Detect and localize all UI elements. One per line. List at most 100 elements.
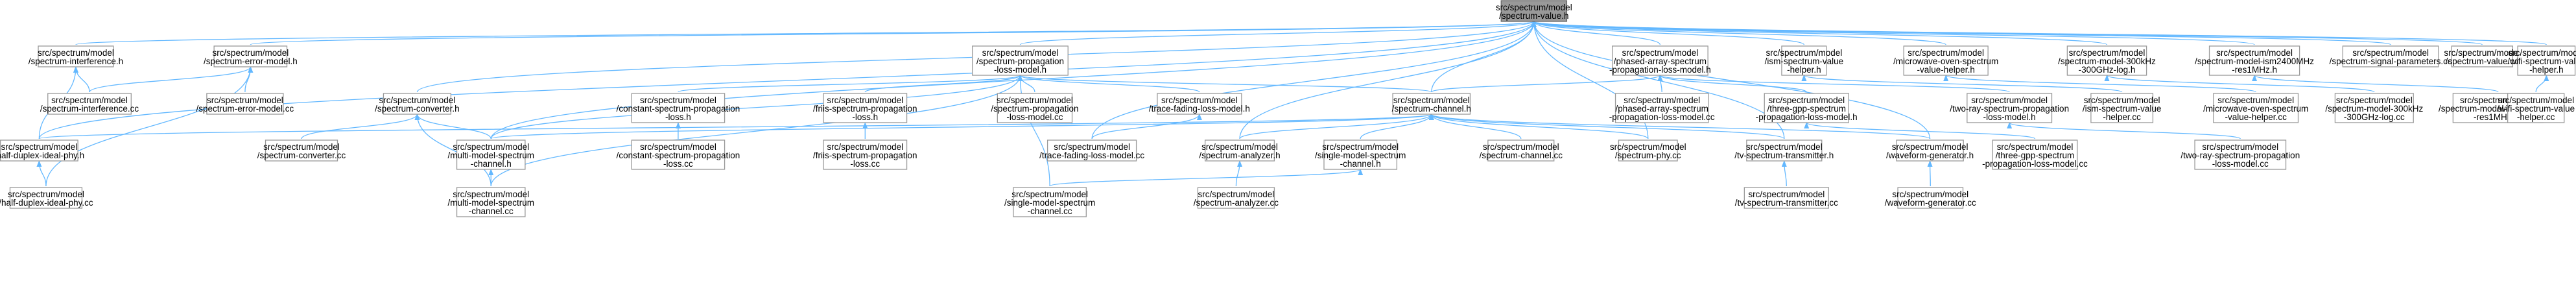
node-prop-h[interactable]: src/spectrum/model/spectrum-propagation-…: [972, 45, 1069, 76]
node-mm-h[interactable]: src/spectrum/model/multi-model-spectrum-…: [447, 139, 534, 170]
node-tv-cc[interactable]: src/spectrum/model/tv-spectrum-transmitt…: [1735, 187, 1838, 209]
node-an-h[interactable]: src/spectrum/model/spectrum-analyzer.h: [1199, 139, 1281, 162]
node-tf-h[interactable]: src/spectrum/model/trace-fading-loss-mod…: [1149, 93, 1250, 115]
node-const-h[interactable]: src/spectrum/model/constant-spectrum-pro…: [617, 93, 740, 123]
node-wg-h[interactable]: src/spectrum/model/waveform-generator.h: [1886, 139, 1974, 162]
node-phy-cc[interactable]: src/spectrum/model/spectrum-phy.cc: [1610, 139, 1686, 162]
node-sm-cc[interactable]: src/spectrum/model/single-model-spectrum…: [1004, 187, 1095, 217]
node-label-line: -loss.h: [665, 112, 691, 122]
node-label-line: /half-duplex-ideal-phy.cc: [0, 198, 93, 208]
node-box: [2507, 93, 2565, 123]
node-label-line: /spectrum-converter.cc: [257, 151, 346, 160]
node-label-line: /spectrum-model-300kHz: [2058, 56, 2156, 66]
edge-chan-h-to-wg-h: [1429, 114, 1931, 139]
node-conv-cc[interactable]: src/spectrum/model/spectrum-converter.cc: [257, 139, 346, 162]
node-k300-h[interactable]: src/spectrum/model/spectrum-model-300kHz…: [2058, 45, 2156, 76]
node-hd-h[interactable]: src/spectrum/model/half-duplex-ideal-phy…: [0, 139, 84, 162]
node-label-line: -channel.cc: [1028, 206, 1072, 216]
node-label-line: /spectrum-value.h: [1499, 11, 1568, 21]
node-chan-h[interactable]: src/spectrum/model/spectrum-channel.h: [1392, 93, 1471, 115]
node-em-h[interactable]: src/spectrum/model/spectrum-error-model.…: [204, 45, 298, 67]
node-sm-h[interactable]: src/spectrum/model/single-model-spectrum…: [1315, 139, 1406, 170]
node-label-line: /friis-spectrum-propagation: [813, 151, 917, 160]
node-an-cc[interactable]: src/spectrum/model/spectrum-analyzer.cc: [1194, 187, 1279, 209]
node-label-line: -loss-model.cc: [2212, 159, 2269, 169]
node-label-line: /two-ray-spectrum-propagation: [1950, 104, 2069, 114]
node-label-line: src/spectrum/model: [982, 48, 1059, 58]
node-prop-cc[interactable]: src/spectrum/model/spectrum-propagation-…: [991, 93, 1078, 123]
node-tr-cc[interactable]: src/spectrum/model/two-ray-spectrum-prop…: [2180, 139, 2300, 170]
node-ism-help-cc[interactable]: src/spectrum/model/ism-spectrum-value-he…: [2083, 93, 2162, 123]
node-box: [2066, 45, 2147, 76]
edge-wg-h-to-wg-cc: [1927, 160, 1933, 187]
node-label-line: /spectrum-error-model.h: [204, 56, 298, 66]
node-box: [1205, 139, 1275, 162]
node-wifi-cc[interactable]: src/spectrum/model/wifi-spectrum-value-h…: [2497, 93, 2575, 123]
node-box: [1614, 93, 1709, 123]
node-conv-h[interactable]: src/spectrum/model/spectrum-converter.h: [375, 93, 460, 115]
edge-tf-h-to-tf-cc: [1091, 114, 1202, 139]
edge-wifi-h-to-wifi-cc: [2535, 75, 2549, 93]
node-val-cc[interactable]: src/spectrum/model/spectrum-value.cc: [2444, 45, 2520, 67]
node-label-line: /spectrum-phy.cc: [1615, 151, 1681, 160]
node-label-line: /constant-spectrum-propagation: [617, 104, 740, 114]
node-mm-cc[interactable]: src/spectrum/model/multi-model-spectrum-…: [447, 187, 534, 217]
edge-tv-h-to-tv-cc: [1781, 160, 1787, 187]
node-label-line: src/spectrum/model: [212, 48, 289, 58]
edge-k300-h-to-k300-cc: [2104, 75, 2375, 93]
node-const-cc[interactable]: src/spectrum/model/constant-spectrum-pro…: [617, 139, 740, 170]
node-tgpp-h[interactable]: src/spectrum/model/three-gpp-spectrum-pr…: [1756, 93, 1858, 123]
edge-root-to-pa-h: [1531, 21, 1661, 45]
node-tgpp-cc[interactable]: src/spectrum/model/three-gpp-spectrum-pr…: [1982, 139, 2088, 170]
node-label-line: src/spectrum/model: [2498, 95, 2574, 105]
node-box: [2451, 45, 2514, 67]
edge-root-to-ism2400-h: [1531, 21, 2255, 45]
node-friis-cc[interactable]: src/spectrum/model/friis-spectrum-propag…: [813, 139, 917, 170]
node-pa-h[interactable]: src/spectrum/model/phased-array-spectrum…: [1609, 45, 1711, 76]
node-label-line: /spectrum-model-300kHz: [2325, 104, 2423, 114]
node-wifi-h[interactable]: src/spectrum/model/wifi-spectrum-value-h…: [2507, 45, 2576, 76]
node-box: [2090, 93, 2154, 123]
node-box: [9, 187, 83, 209]
node-label-line: /half-duplex-ideal-phy.h: [0, 151, 84, 160]
node-hd-cc[interactable]: src/spectrum/model/half-duplex-ideal-phy…: [0, 187, 93, 209]
node-si-cc[interactable]: src/spectrum/model/spectrum-interference…: [40, 93, 139, 115]
node-label-line: /ism-spectrum-value: [1765, 56, 1844, 66]
edge-root-to-an-h: [1239, 21, 1537, 139]
node-chan-cc[interactable]: src/spectrum/model/spectrum-channel.cc: [1480, 139, 1563, 162]
node-ism2400-h[interactable]: src/spectrum/model/spectrum-model-ism240…: [2195, 45, 2314, 76]
node-k300-cc[interactable]: src/spectrum/model/spectrum-model-300kHz…: [2325, 93, 2423, 123]
node-label-line: -channel.h: [471, 159, 512, 169]
node-box: [2517, 45, 2576, 76]
edge-conv-h-to-mm-cc: [414, 114, 491, 187]
node-wg-cc[interactable]: src/spectrum/model/waveform-generator.cc: [1885, 187, 1976, 209]
node-tf-cc[interactable]: src/spectrum/model/trace-fading-loss-mod…: [1039, 139, 1144, 162]
node-label-line: src/spectrum/model: [38, 48, 114, 58]
node-ism-help-h[interactable]: src/spectrum/model/ism-spectrum-value-he…: [1765, 45, 1844, 76]
node-box: [0, 139, 78, 162]
node-box: [1967, 93, 2053, 123]
node-mw-cc[interactable]: src/spectrum/model/microwave-oven-spectr…: [2203, 93, 2308, 123]
node-label-line: -loss-model.cc: [1006, 112, 1063, 122]
node-pa-cc[interactable]: src/spectrum/model/phased-array-spectrum…: [1609, 93, 1715, 123]
node-mw-h[interactable]: src/spectrum/model/microwave-oven-spectr…: [1893, 45, 1998, 76]
node-tr-h[interactable]: src/spectrum/model/two-ray-spectrum-prop…: [1950, 93, 2069, 123]
edge-prop-h-to-const-h: [678, 75, 1023, 93]
node-label-line: /spectrum-analyzer.cc: [1194, 198, 1279, 208]
node-label-line: src/spectrum/model: [8, 189, 84, 199]
node-label-line: -loss.cc: [850, 159, 880, 169]
node-root[interactable]: src/spectrum/model/spectrum-value.h: [1496, 0, 1572, 22]
node-tv-h[interactable]: src/spectrum/model/tv-spectrum-transmitt…: [1734, 139, 1834, 162]
node-label-line: src/spectrum/model: [1496, 3, 1572, 12]
edge-root-to-tf-cc: [1091, 21, 1537, 139]
node-sig-cc[interactable]: src/spectrum/model/spectrum-signal-param…: [2330, 45, 2452, 67]
node-label-line: src/spectrum/model: [1201, 142, 1278, 152]
node-label-line: /multi-model-spectrum: [447, 151, 534, 160]
edge-root-to-wg-h: [1531, 21, 1931, 139]
node-si-h[interactable]: src/spectrum/model/spectrum-interference…: [29, 45, 123, 67]
node-em-cc[interactable]: src/spectrum/model/spectrum-error-model.…: [196, 93, 294, 115]
node-friis-h[interactable]: src/spectrum/model/friis-spectrum-propag…: [813, 93, 917, 123]
node-label-line: src/spectrum/model: [263, 142, 340, 152]
node-box: [206, 93, 284, 115]
